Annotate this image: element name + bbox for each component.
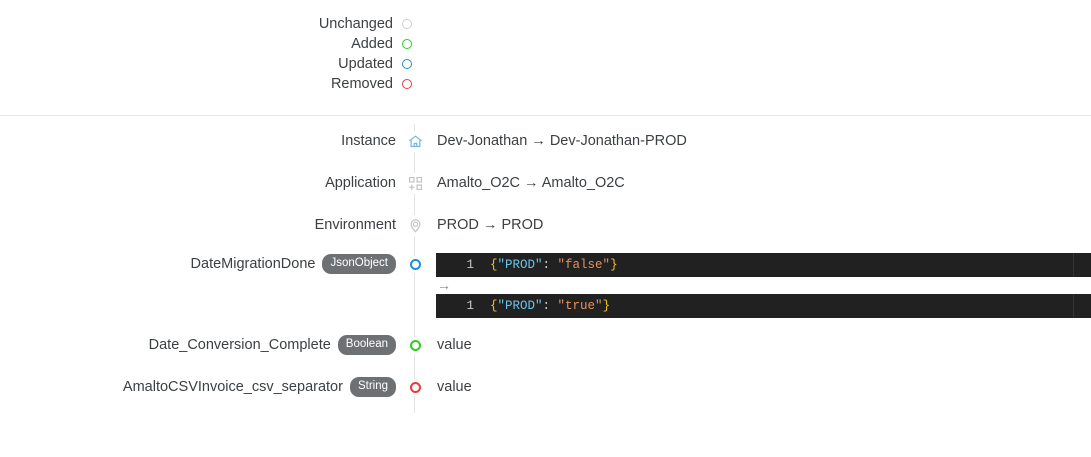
diff-row-label-text: Application (325, 175, 396, 191)
json-brace-close: } (602, 299, 611, 313)
circle-outline-icon (409, 339, 421, 351)
legend-label-removed: Removed (330, 76, 393, 92)
json-brace-open: { (490, 299, 498, 313)
diff-row-value: Dev-Jonathan → Dev-Jonathan-PROD (437, 133, 687, 149)
json-colon: : (542, 299, 558, 313)
json-value: "false" (557, 258, 611, 272)
legend-item-unchanged: Unchanged (0, 14, 1091, 34)
circle-outline-icon (402, 79, 412, 89)
row-marker (404, 214, 426, 236)
code-block-after[interactable]: 1 {"PROD": "true"} (436, 294, 1091, 318)
diff-row-label-text: AmaltoCSVInvoice_csv_separator (122, 379, 343, 395)
legend-label-added: Added (351, 36, 393, 52)
apps-grid-icon (407, 172, 423, 194)
diff-row-instance[interactable]: Instance Dev-Jonathan → Dev-Jonathan-PRO… (0, 130, 1091, 152)
json-key: "PROD" (497, 258, 543, 272)
circle-outline-icon (402, 59, 412, 69)
diff-row-datemigrationdone[interactable]: DateMigrationDone JsonObject 1 {"PROD": … (0, 253, 1091, 318)
diff-row-value: value (437, 379, 472, 395)
diff-row-value: Amalto_O2C → Amalto_O2C (437, 175, 625, 191)
code-block-before[interactable]: 1 {"PROD": "false"} (436, 253, 1091, 277)
target-pin-icon (407, 214, 423, 236)
json-brace-close: } (610, 258, 618, 272)
json-colon: : (542, 258, 558, 272)
row-marker (404, 130, 426, 152)
diff-row-label: Application (0, 172, 404, 194)
line-number: 1 (466, 299, 474, 313)
diff-row-application[interactable]: Application Amalto_O2C → Amalto_O2C (0, 172, 1091, 194)
row-marker (404, 376, 426, 398)
legend-label-unchanged: Unchanged (318, 16, 393, 32)
row-marker (404, 172, 426, 194)
row-marker (404, 334, 426, 356)
code-line: {"PROD": "false"} (482, 258, 618, 272)
circle-outline-icon (409, 258, 421, 270)
line-number: 1 (466, 258, 474, 272)
diff-row-label: DateMigrationDone JsonObject (0, 253, 404, 275)
diff-row-label: Instance (0, 130, 404, 152)
diff-row-label: AmaltoCSVInvoice_csv_separator String (0, 376, 404, 398)
legend-item-updated: Updated (0, 54, 1091, 74)
diff-row-date-conversion-complete[interactable]: Date_Conversion_Complete Boolean value (0, 334, 1091, 356)
code-scroll-edge (1073, 253, 1074, 277)
circle-outline-icon (409, 381, 421, 393)
type-badge: Boolean (337, 334, 396, 356)
legend-item-removed: Removed (0, 74, 1091, 94)
circle-outline-icon (402, 19, 412, 29)
circle-outline-icon (402, 39, 412, 49)
diff-row-label-text: Instance (341, 133, 396, 149)
status-legend: Unchanged Added Updated Removed (0, 0, 1091, 94)
diff-row-value: value (437, 337, 472, 353)
section-divider (0, 115, 1091, 116)
diff-row-amaltocsvinvoice-csv-separator[interactable]: AmaltoCSVInvoice_csv_separator String va… (0, 376, 1091, 398)
diff-arrow-icon: → (437, 277, 451, 293)
diff-row-label-text: Date_Conversion_Complete (148, 337, 331, 353)
json-key: "PROD" (497, 299, 543, 313)
legend-item-added: Added (0, 34, 1091, 54)
diff-row-environment[interactable]: Environment PROD → PROD (0, 214, 1091, 236)
json-brace-open: { (490, 258, 498, 272)
code-scroll-edge (1073, 294, 1074, 318)
diff-row-label: Environment (0, 214, 404, 236)
home-icon (407, 130, 423, 152)
diff-row-value: PROD → PROD (437, 217, 544, 233)
diff-row-list: Instance Dev-Jonathan → Dev-Jonathan-PRO… (0, 116, 1091, 457)
json-diff-viewer: 1 {"PROD": "false"} → 1 {"PROD": "true"} (426, 253, 1091, 318)
type-badge: String (349, 376, 396, 398)
diff-row-label-text: Environment (314, 217, 396, 233)
row-marker (404, 253, 426, 275)
legend-label-updated: Updated (338, 56, 393, 72)
type-badge: JsonObject (322, 253, 396, 275)
json-value: "true" (557, 299, 603, 313)
diff-row-label: Date_Conversion_Complete Boolean (0, 334, 404, 356)
diff-row-label-text: DateMigrationDone (190, 256, 316, 272)
code-line: {"PROD": "true"} (482, 299, 610, 313)
